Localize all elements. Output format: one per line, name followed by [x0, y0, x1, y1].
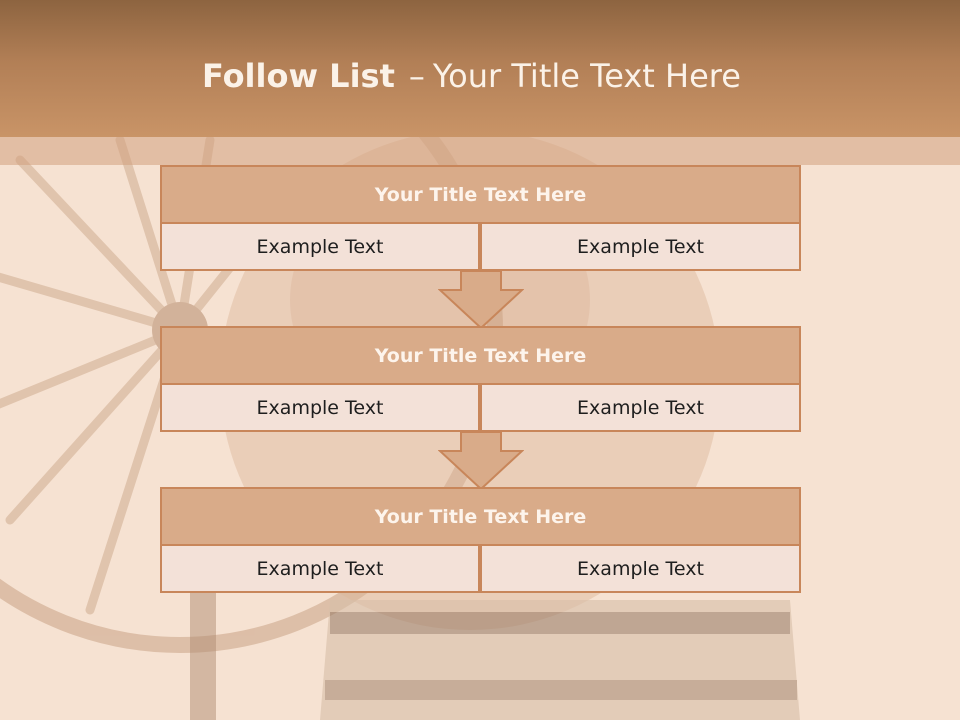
down-arrow-icon: [438, 431, 524, 491]
block-cell-right: Example Text: [480, 383, 801, 432]
block-title: Your Title Text Here: [160, 487, 801, 546]
header-strip: [0, 137, 960, 165]
block-cell-right: Example Text: [480, 222, 801, 271]
barrel-illustration: [320, 600, 800, 720]
slide-title-separator: –: [408, 57, 425, 95]
slide-title-rest: Your Title Text Here: [432, 57, 741, 95]
slide-title-bold: Follow List: [202, 57, 395, 95]
frame-post-illustration: [190, 590, 216, 720]
follow-block-2: Your Title Text Here Example Text Exampl…: [160, 326, 801, 432]
follow-block-1: Your Title Text Here Example Text Exampl…: [160, 165, 801, 271]
block-title: Your Title Text Here: [160, 326, 801, 385]
slide-title: Follow List–Your Title Text Here: [202, 54, 741, 98]
header-band: [0, 0, 960, 137]
block-title: Your Title Text Here: [160, 165, 801, 224]
follow-block-3: Your Title Text Here Example Text Exampl…: [160, 487, 801, 593]
block-cell-left: Example Text: [160, 383, 480, 432]
block-cell-left: Example Text: [160, 222, 480, 271]
down-arrow-icon: [438, 270, 524, 330]
block-cell-right: Example Text: [480, 544, 801, 593]
block-cell-left: Example Text: [160, 544, 480, 593]
